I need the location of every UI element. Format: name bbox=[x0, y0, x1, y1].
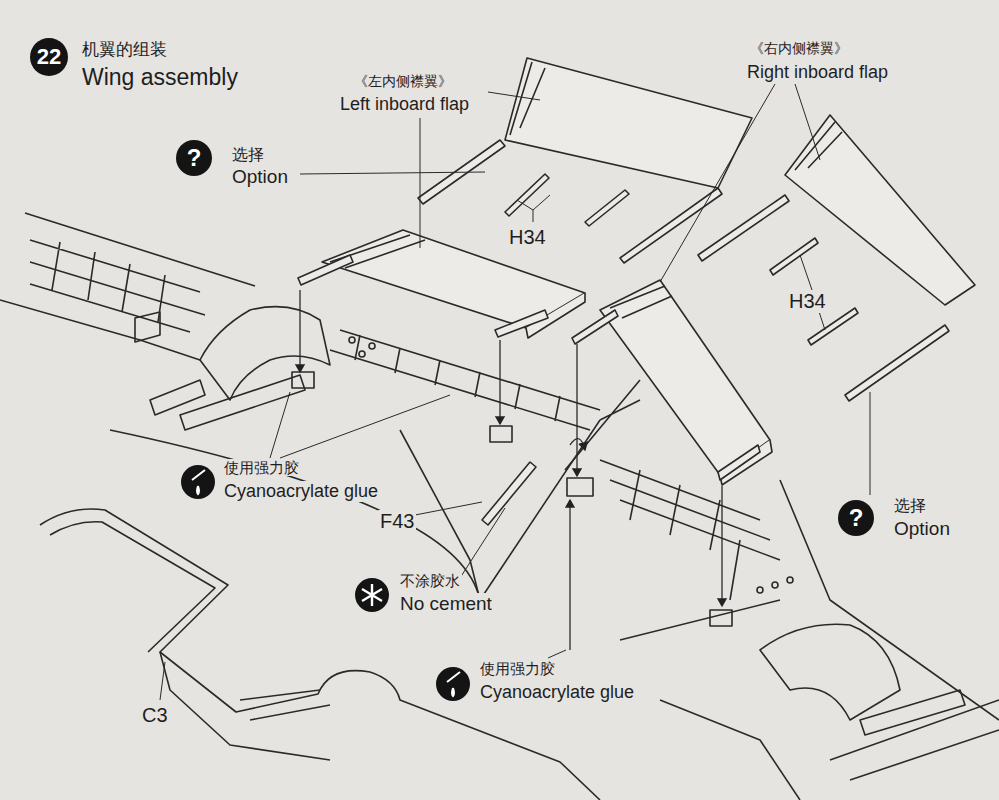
drawing-stroke bbox=[870, 392, 871, 495]
drawing-stroke bbox=[192, 470, 205, 494]
drawing-stroke bbox=[135, 312, 160, 342]
note-text: 不涂胶水 bbox=[398, 572, 462, 589]
drawing-stroke bbox=[40, 509, 600, 800]
drawing-stroke bbox=[620, 600, 800, 800]
drawing-stroke bbox=[355, 578, 389, 612]
drawing-stroke bbox=[845, 325, 949, 401]
drawing-stroke bbox=[420, 118, 421, 248]
option-icon: ? bbox=[176, 140, 212, 176]
node-text: 22 bbox=[37, 44, 61, 70]
drawing-stroke bbox=[299, 290, 300, 372]
assembly-arrows bbox=[300, 290, 722, 650]
drawing-stroke bbox=[499, 340, 500, 424]
note-text: 使用强力胶 bbox=[222, 459, 301, 476]
note-text: Option bbox=[892, 518, 952, 540]
drawing-stroke bbox=[362, 584, 382, 606]
drawing-stroke bbox=[585, 190, 629, 226]
drawing-stroke bbox=[0, 300, 200, 360]
drawing-stroke bbox=[270, 392, 450, 458]
drawing-stroke bbox=[300, 172, 485, 174]
drawing-stroke bbox=[298, 255, 353, 285]
note-text: Option bbox=[230, 166, 290, 188]
note-text: 选择 bbox=[230, 146, 266, 164]
part-caption: 《左内侧襟翼》 bbox=[352, 73, 454, 89]
drawing-stroke bbox=[369, 343, 375, 349]
drawing-stroke bbox=[495, 310, 548, 337]
drawing-stroke bbox=[569, 500, 570, 650]
step-title: Wing assembly bbox=[80, 64, 240, 90]
drawing-stroke bbox=[460, 508, 505, 578]
drawing-stroke bbox=[181, 465, 215, 499]
part-number: H34 bbox=[507, 226, 548, 249]
drawing-stroke bbox=[410, 502, 482, 516]
drawing-stroke bbox=[721, 486, 722, 606]
node-text: ? bbox=[849, 504, 864, 532]
drawing-stroke bbox=[808, 308, 858, 345]
note-text: 选择 bbox=[892, 497, 928, 515]
part-caption: Left inboard flap bbox=[338, 94, 471, 115]
drawing-stroke bbox=[860, 690, 965, 735]
drawing-stroke bbox=[488, 92, 540, 100]
note-text: Cyanoacrylate glue bbox=[478, 682, 636, 703]
drawing-stroke bbox=[160, 662, 165, 700]
option-icon: ? bbox=[838, 500, 874, 536]
drawing-stroke bbox=[517, 195, 550, 222]
drawing-stroke bbox=[785, 115, 975, 305]
drawing-stroke bbox=[600, 460, 780, 600]
part-number: H34 bbox=[787, 290, 828, 313]
drawing-stroke bbox=[795, 84, 820, 160]
drawing-stroke bbox=[576, 344, 577, 476]
drawing-stroke bbox=[110, 430, 480, 600]
part-number: F43 bbox=[378, 510, 416, 533]
drawing-stroke bbox=[760, 624, 900, 720]
drawing-stroke bbox=[770, 238, 818, 275]
note-text: No cement bbox=[398, 593, 494, 615]
drawing-stroke bbox=[600, 280, 770, 475]
airframe bbox=[0, 213, 999, 800]
drawing-stroke bbox=[548, 650, 566, 658]
node-text: ? bbox=[187, 144, 202, 172]
drawing-stroke bbox=[567, 478, 593, 496]
drawing-stroke bbox=[505, 58, 752, 188]
drawing-stroke bbox=[490, 426, 512, 442]
drawing-stroke bbox=[292, 372, 314, 388]
note-text: 使用强力胶 bbox=[478, 660, 557, 677]
part-caption: Right inboard flap bbox=[745, 62, 890, 83]
drawing-stroke bbox=[330, 330, 600, 430]
drawing-stroke bbox=[50, 522, 215, 652]
drawing-stroke bbox=[447, 672, 460, 696]
drawing-stroke bbox=[772, 582, 778, 588]
drawing-stroke bbox=[718, 445, 760, 480]
drawing-stroke bbox=[505, 174, 549, 216]
drawing-stroke bbox=[30, 240, 205, 332]
drawing-stroke bbox=[610, 286, 672, 318]
drawing-stroke bbox=[780, 480, 999, 720]
drawing-stroke bbox=[570, 439, 585, 450]
drawing-stroke bbox=[359, 351, 365, 357]
drawing-stroke bbox=[160, 652, 330, 760]
part-caption: 《右内侧襟翼》 bbox=[748, 40, 850, 56]
leader-lines bbox=[160, 84, 870, 700]
drawing-stroke bbox=[757, 587, 763, 593]
drawing-stroke bbox=[572, 310, 618, 344]
drawing-stroke bbox=[565, 380, 640, 470]
drawing-stroke bbox=[180, 375, 305, 430]
glue-icons bbox=[181, 465, 470, 701]
flaps bbox=[298, 58, 975, 525]
drawing-stroke bbox=[349, 337, 355, 343]
drawing-stroke bbox=[830, 700, 999, 780]
step-number: 22 bbox=[30, 38, 68, 76]
step-title: 机翼的组装 bbox=[80, 40, 169, 60]
drawing-stroke bbox=[660, 84, 775, 282]
drawing-stroke bbox=[795, 122, 842, 170]
drawing-stroke bbox=[240, 690, 330, 720]
part-number: C3 bbox=[140, 704, 170, 727]
drawing-stroke bbox=[698, 195, 789, 261]
note-text: Cyanoacrylate glue bbox=[222, 481, 380, 502]
drawing-stroke bbox=[787, 577, 793, 583]
drawing-stroke bbox=[436, 667, 470, 701]
drawing-stroke bbox=[482, 462, 536, 525]
